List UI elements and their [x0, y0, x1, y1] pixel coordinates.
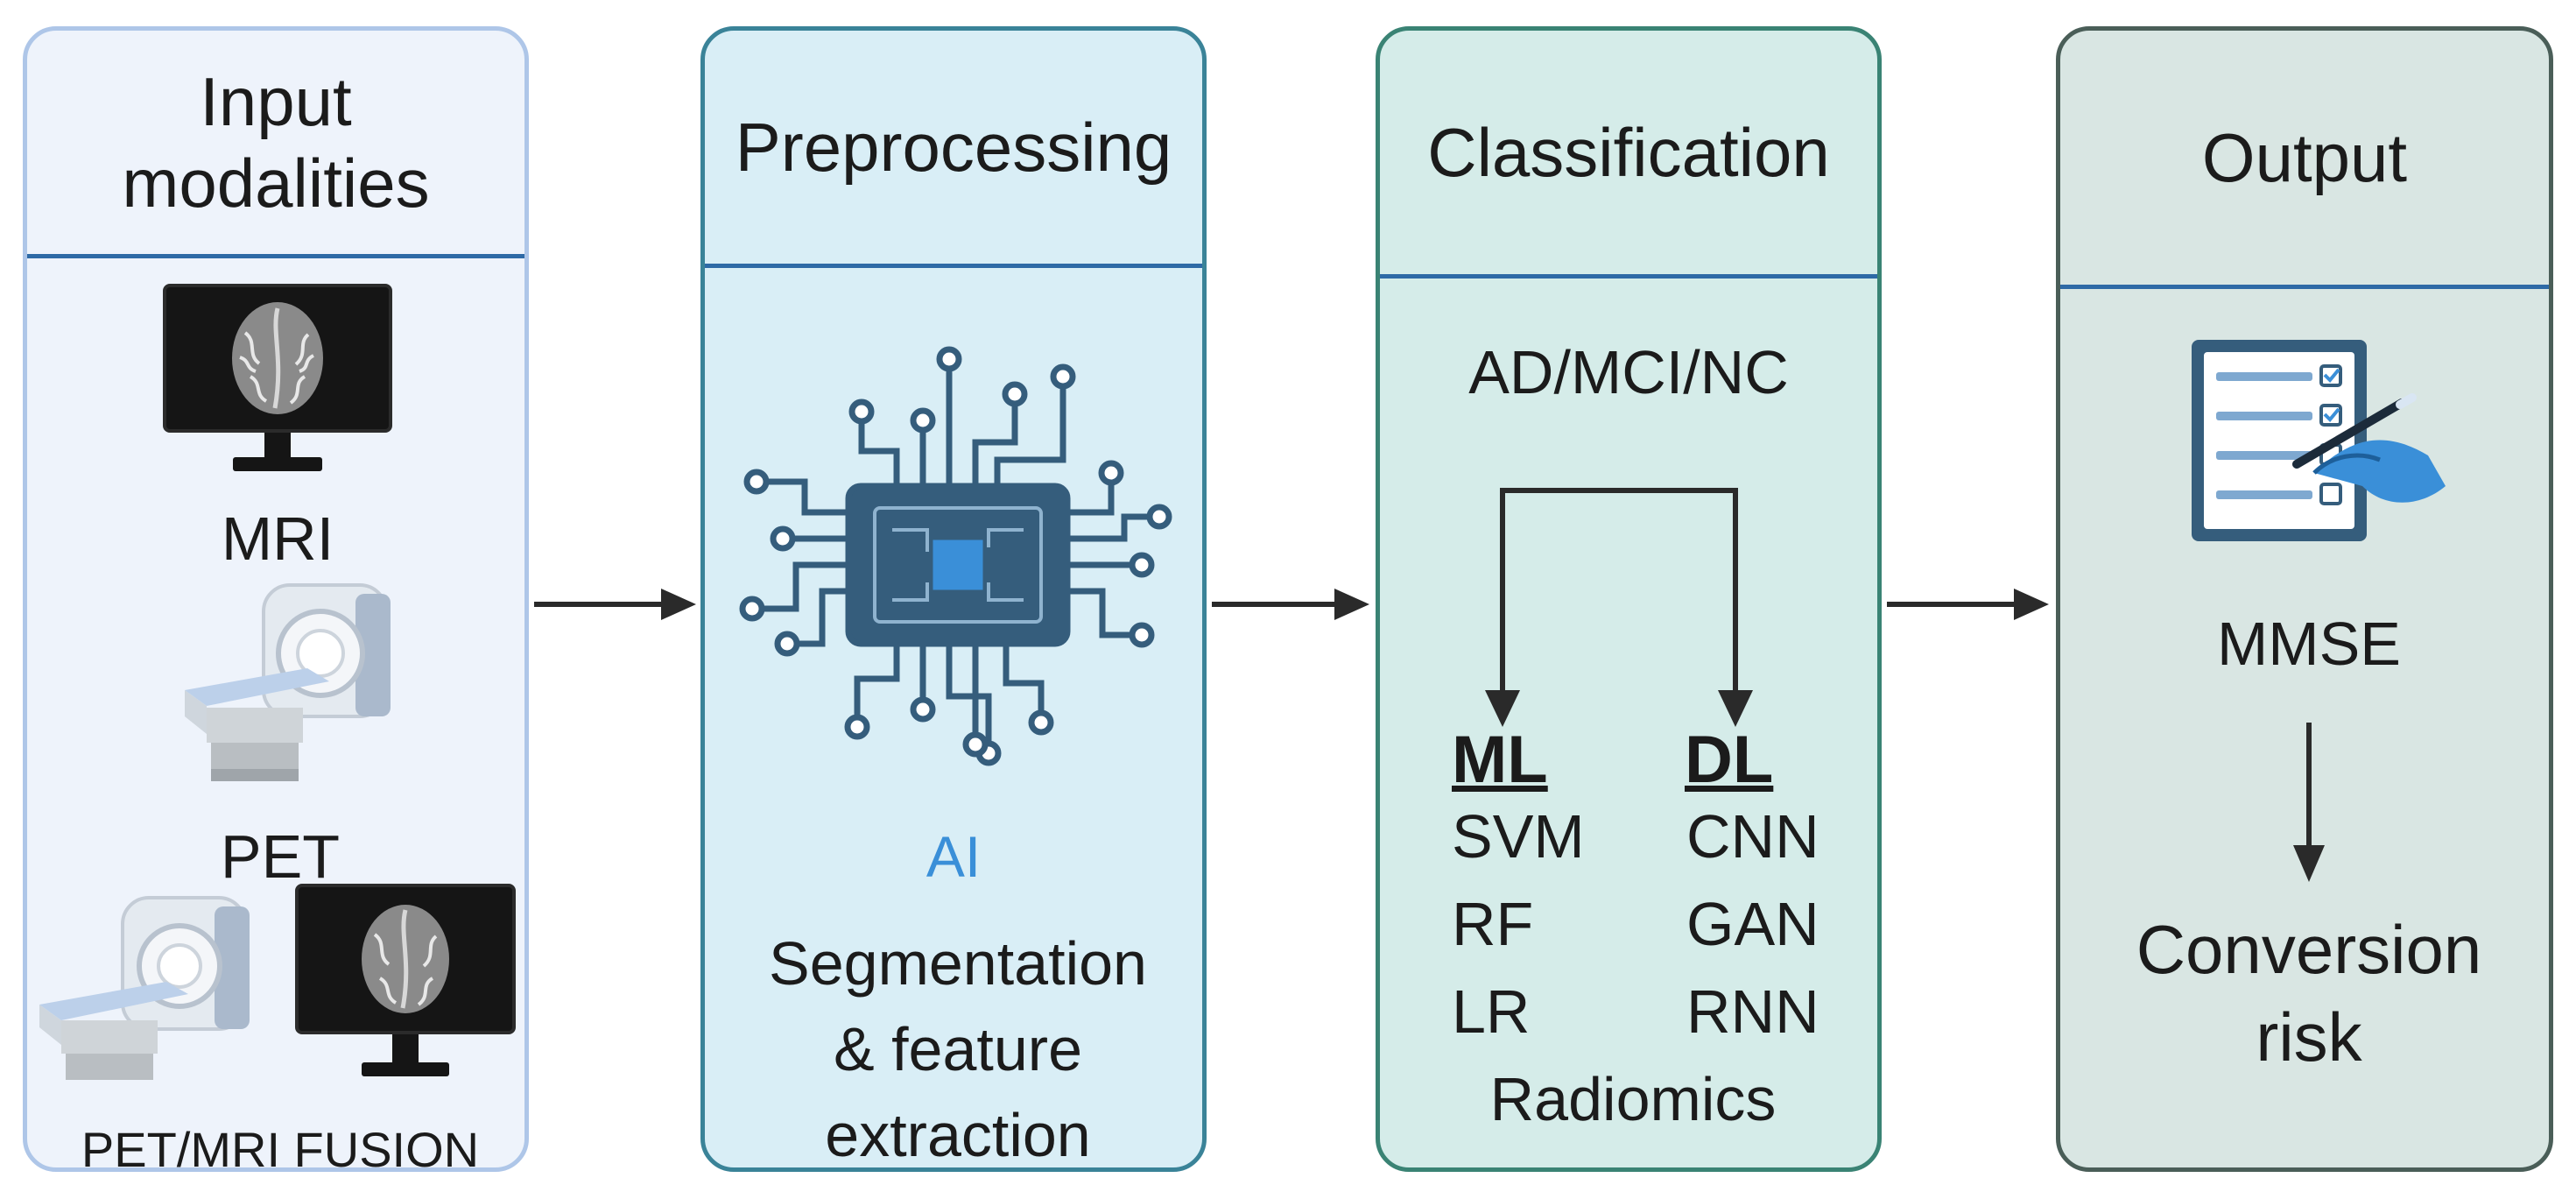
branch-arrows [1476, 464, 1756, 727]
input-title-line2: modalities [122, 144, 430, 222]
pet-scanner-icon [158, 576, 421, 795]
pet-label: PET [220, 822, 341, 891]
conversion-risk-line2: risk [2256, 998, 2362, 1076]
ml-method-svm: SVM [1452, 802, 1585, 871]
dl-method-cnn: CNN [1686, 802, 1819, 871]
mmse-label: MMSE [2217, 610, 2401, 678]
preprocessing-panel: Preprocessing [700, 26, 1207, 1172]
input-title-line1: Input [200, 63, 352, 141]
ai-label: AI [926, 824, 982, 889]
preprocessing-caption-line1: Segmentation [769, 929, 1147, 998]
classification-title: Classification [1427, 113, 1830, 191]
preprocessing-header: Preprocessing [705, 31, 1202, 268]
mri-label: MRI [221, 504, 334, 573]
preprocessing-caption-line2: & feature [833, 1015, 1083, 1083]
input-modalities-panel: Input modalities MRI PET [23, 26, 529, 1172]
ml-heading: ML [1452, 723, 1548, 797]
preprocessing-title: Preprocessing [735, 108, 1172, 186]
flow-arrow-3 [1887, 578, 2053, 631]
output-down-arrow [2283, 723, 2335, 885]
fusion-label: PET/MRI FUSION [81, 1122, 480, 1172]
classification-header: Classification [1380, 31, 1877, 279]
classification-panel: Classification AD/MCI/NC ML DL SVM RF LR… [1376, 26, 1882, 1172]
output-panel: Output MMSE [2056, 26, 2553, 1172]
checklist-form-icon [2183, 333, 2463, 552]
ml-method-lr: LR [1452, 977, 1531, 1046]
output-title: Output [2201, 118, 2408, 196]
classes-label: AD/MCI/NC [1468, 338, 1789, 406]
input-modalities-header: Input modalities [27, 31, 524, 258]
dl-method-rnn: RNN [1686, 977, 1819, 1046]
flow-arrow-1 [534, 578, 700, 631]
fusion-monitor-icon [292, 880, 519, 1090]
radiomics-label: Radiomics [1489, 1065, 1777, 1133]
mri-monitor-icon [159, 280, 396, 486]
dl-method-gan: GAN [1686, 890, 1819, 958]
flow-arrow-2 [1212, 578, 1374, 631]
dl-heading: DL [1685, 723, 1774, 797]
pet-scanner-small-icon [27, 889, 276, 1090]
preprocessing-caption-line3: extraction [825, 1101, 1091, 1169]
conversion-risk-line1: Conversion [2136, 911, 2482, 988]
ml-method-rf: RF [1452, 890, 1534, 958]
output-header: Output [2060, 31, 2549, 289]
ai-chip-icon [726, 328, 1190, 819]
